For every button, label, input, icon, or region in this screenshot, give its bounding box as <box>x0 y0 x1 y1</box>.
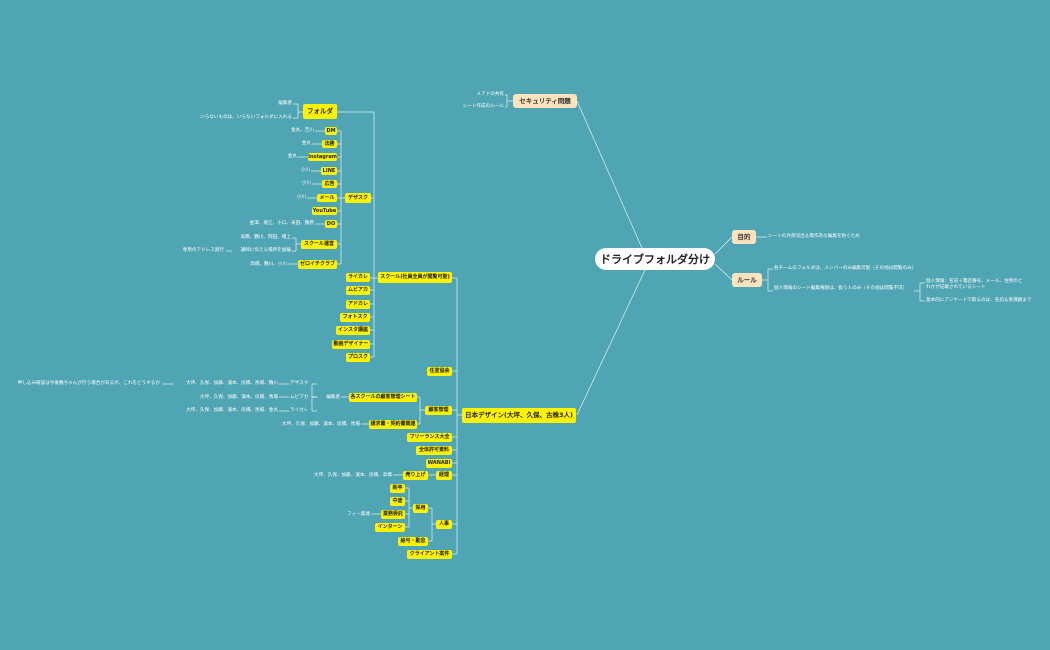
zero-ichi-club-note: 高橋、鶴川、小川 <box>250 261 287 267</box>
sales-topic[interactable]: 売り上げ <box>403 471 428 480</box>
school-item-insta-course[interactable]: インスタ講座 <box>336 326 370 335</box>
desk-item-line[interactable]: LINE <box>321 167 337 175</box>
wanabi[interactable]: WANABI <box>426 459 452 468</box>
desk-item-youtube[interactable]: YouTube <box>312 207 337 215</box>
customer-management-topic[interactable]: 顧客管理 <box>425 406 452 415</box>
connector-line <box>576 269 646 416</box>
freelance-guide[interactable]: フリーランス大全 <box>407 433 452 442</box>
payroll-attendance[interactable]: 給与・勤怠 <box>398 537 428 546</box>
school-ops-topic[interactable]: スクール運営 <box>301 240 337 249</box>
hiring-fee-note: フィー葉達 <box>347 511 370 517</box>
desk-note-do: 金澤、堀江、小口、米田、鶴原 <box>249 220 314 226</box>
client-projects[interactable]: クライアント案件 <box>407 550 452 559</box>
rule-item-team-folder: 各チームのフォルダは、メンバーのみ編集可能（その他は閲覧のみ） <box>774 266 917 272</box>
desk-item-do[interactable]: DO <box>325 220 337 228</box>
desk-topic[interactable]: デザスク <box>345 193 371 203</box>
purpose-text: シートの外部流出＆無作為な編集を防ぐため <box>768 234 860 240</box>
desk-note-mail: 小川 <box>296 194 306 200</box>
desk-item-legal[interactable]: 法務 <box>322 140 337 148</box>
hr-topic[interactable]: 人事 <box>436 520 452 529</box>
desk-note-line: 小川 <box>300 167 310 173</box>
contract-note: 大坪、久保、加藤、濱本、房橋、馬場 <box>281 421 360 427</box>
school-item-adokare[interactable]: アドカレ <box>346 300 370 309</box>
hiring-intern[interactable]: インターン <box>375 523 405 532</box>
hiring-topic[interactable]: 採用 <box>413 504 428 513</box>
rules-topic[interactable]: ルール <box>732 273 762 287</box>
folder-topic[interactable]: フォルダ <box>303 104 337 119</box>
customer-sheet-topic[interactable]: 各スクールの顧客管理シート <box>349 393 417 402</box>
desk-item-instagram[interactable]: Instagram <box>308 153 337 161</box>
central-topic[interactable]: ドライブフォルダ分け <box>595 248 715 270</box>
security-item-sheet-rule: シート作成のルール <box>462 104 504 110</box>
zero-ichi-club-topic[interactable]: ゼロイチクラブ <box>298 260 337 269</box>
school-item-photosuku[interactable]: フォトスク <box>340 313 370 322</box>
customer-row-raikare: ライカレ <box>290 407 309 413</box>
desk-note-ads: 小川 <box>301 180 311 186</box>
desk-note-youtube <box>290 208 300 214</box>
school-item-prosuku[interactable]: プロスク <box>346 353 370 362</box>
customer-row-mubiaka: ムビアカ <box>290 394 309 400</box>
school-item-mubiaka[interactable]: ムビアカ <box>346 286 370 295</box>
security-item-email: メアドの共有 <box>476 92 504 98</box>
desk-item-mail[interactable]: メール <box>317 194 337 202</box>
school-ops-extra-address: 専用のアドレス発行 <box>182 247 224 253</box>
recruit-association[interactable]: 任宣協会 <box>427 367 452 376</box>
customer-note-raikare: 大坪、久保、加藤、濱本、房橋、馬場、金丸 <box>186 407 278 413</box>
customer-note-mubiaka: 大坪、久保、加藤、濱本、房橋、馬場 <box>199 394 278 400</box>
folder-item-editor: 編集者 <box>278 101 292 107</box>
desk-note-legal: 金丸 <box>301 140 311 146</box>
customer-row-desk: デザスク <box>290 380 309 386</box>
school-ops-note-staff: 高橋、鶴川、岡田、榎上 <box>240 234 291 240</box>
license-documents[interactable]: 全体許可資料 <box>416 446 452 455</box>
connector-line <box>576 100 643 249</box>
rule-item-personal-info: 個人情報のシート編集権限は、扱う人のみ（その他は閲覧不可） <box>774 286 908 291</box>
security-topic[interactable]: セキュリティ問題 <box>513 94 577 108</box>
purpose-topic[interactable]: 目的 <box>732 230 756 244</box>
connector-line <box>714 236 733 255</box>
rule-sub-survey: 基本的にアンケートで取るのは、名前＆受講期まで <box>926 298 1032 304</box>
rule-sub-personal-info-def: 個人情報：名前＋電話番号、メール、住所のどれかが記載されているシート <box>926 279 1023 290</box>
sales-note: 大坪、久保、加藤、濱本、房橋、高橋 <box>313 472 392 478</box>
school-item-raikare[interactable]: ライカレ <box>346 273 370 282</box>
japan-design-topic[interactable]: 日本デザイン(大坪、久保、古株3人) <box>462 408 576 423</box>
connector-line <box>714 263 733 281</box>
desk-note-dm: 金丸、吉川 <box>291 127 314 133</box>
customer-note-desk: 大坪、久保、加藤、濱本、房橋、馬場、鶴川 <box>186 380 278 386</box>
desk-item-ads[interactable]: 広告 <box>322 180 337 188</box>
desk-item-dm[interactable]: DM <box>325 127 337 135</box>
desk-note-instagram: 金丸 <box>287 153 297 159</box>
school-ops-note-instructor: 講師に伝える場所を副編 <box>240 247 291 253</box>
contract-topic[interactable]: 請求書・契約書関連 <box>369 420 417 429</box>
school-view-topic[interactable]: スクール(社員全員が閲覧可能) <box>378 272 452 283</box>
folder-item-unneeded: いらないものは、いらないフォルダに入れる <box>200 115 292 121</box>
accounting-topic[interactable]: 経理 <box>436 471 452 480</box>
school-item-video-designer[interactable]: 動画デザイナー <box>332 340 370 349</box>
customer-desk-question: 申し込み確認は今後鶴ちゃんが行う場合があるが、これをどうするか <box>17 380 160 386</box>
hiring-new-grad[interactable]: 新卒 <box>390 484 405 493</box>
hiring-contractor[interactable]: 業務委託 <box>381 510 405 519</box>
customer-sheet-editor: 編集者 <box>326 394 340 400</box>
hiring-mid-career[interactable]: 中途 <box>390 497 405 506</box>
